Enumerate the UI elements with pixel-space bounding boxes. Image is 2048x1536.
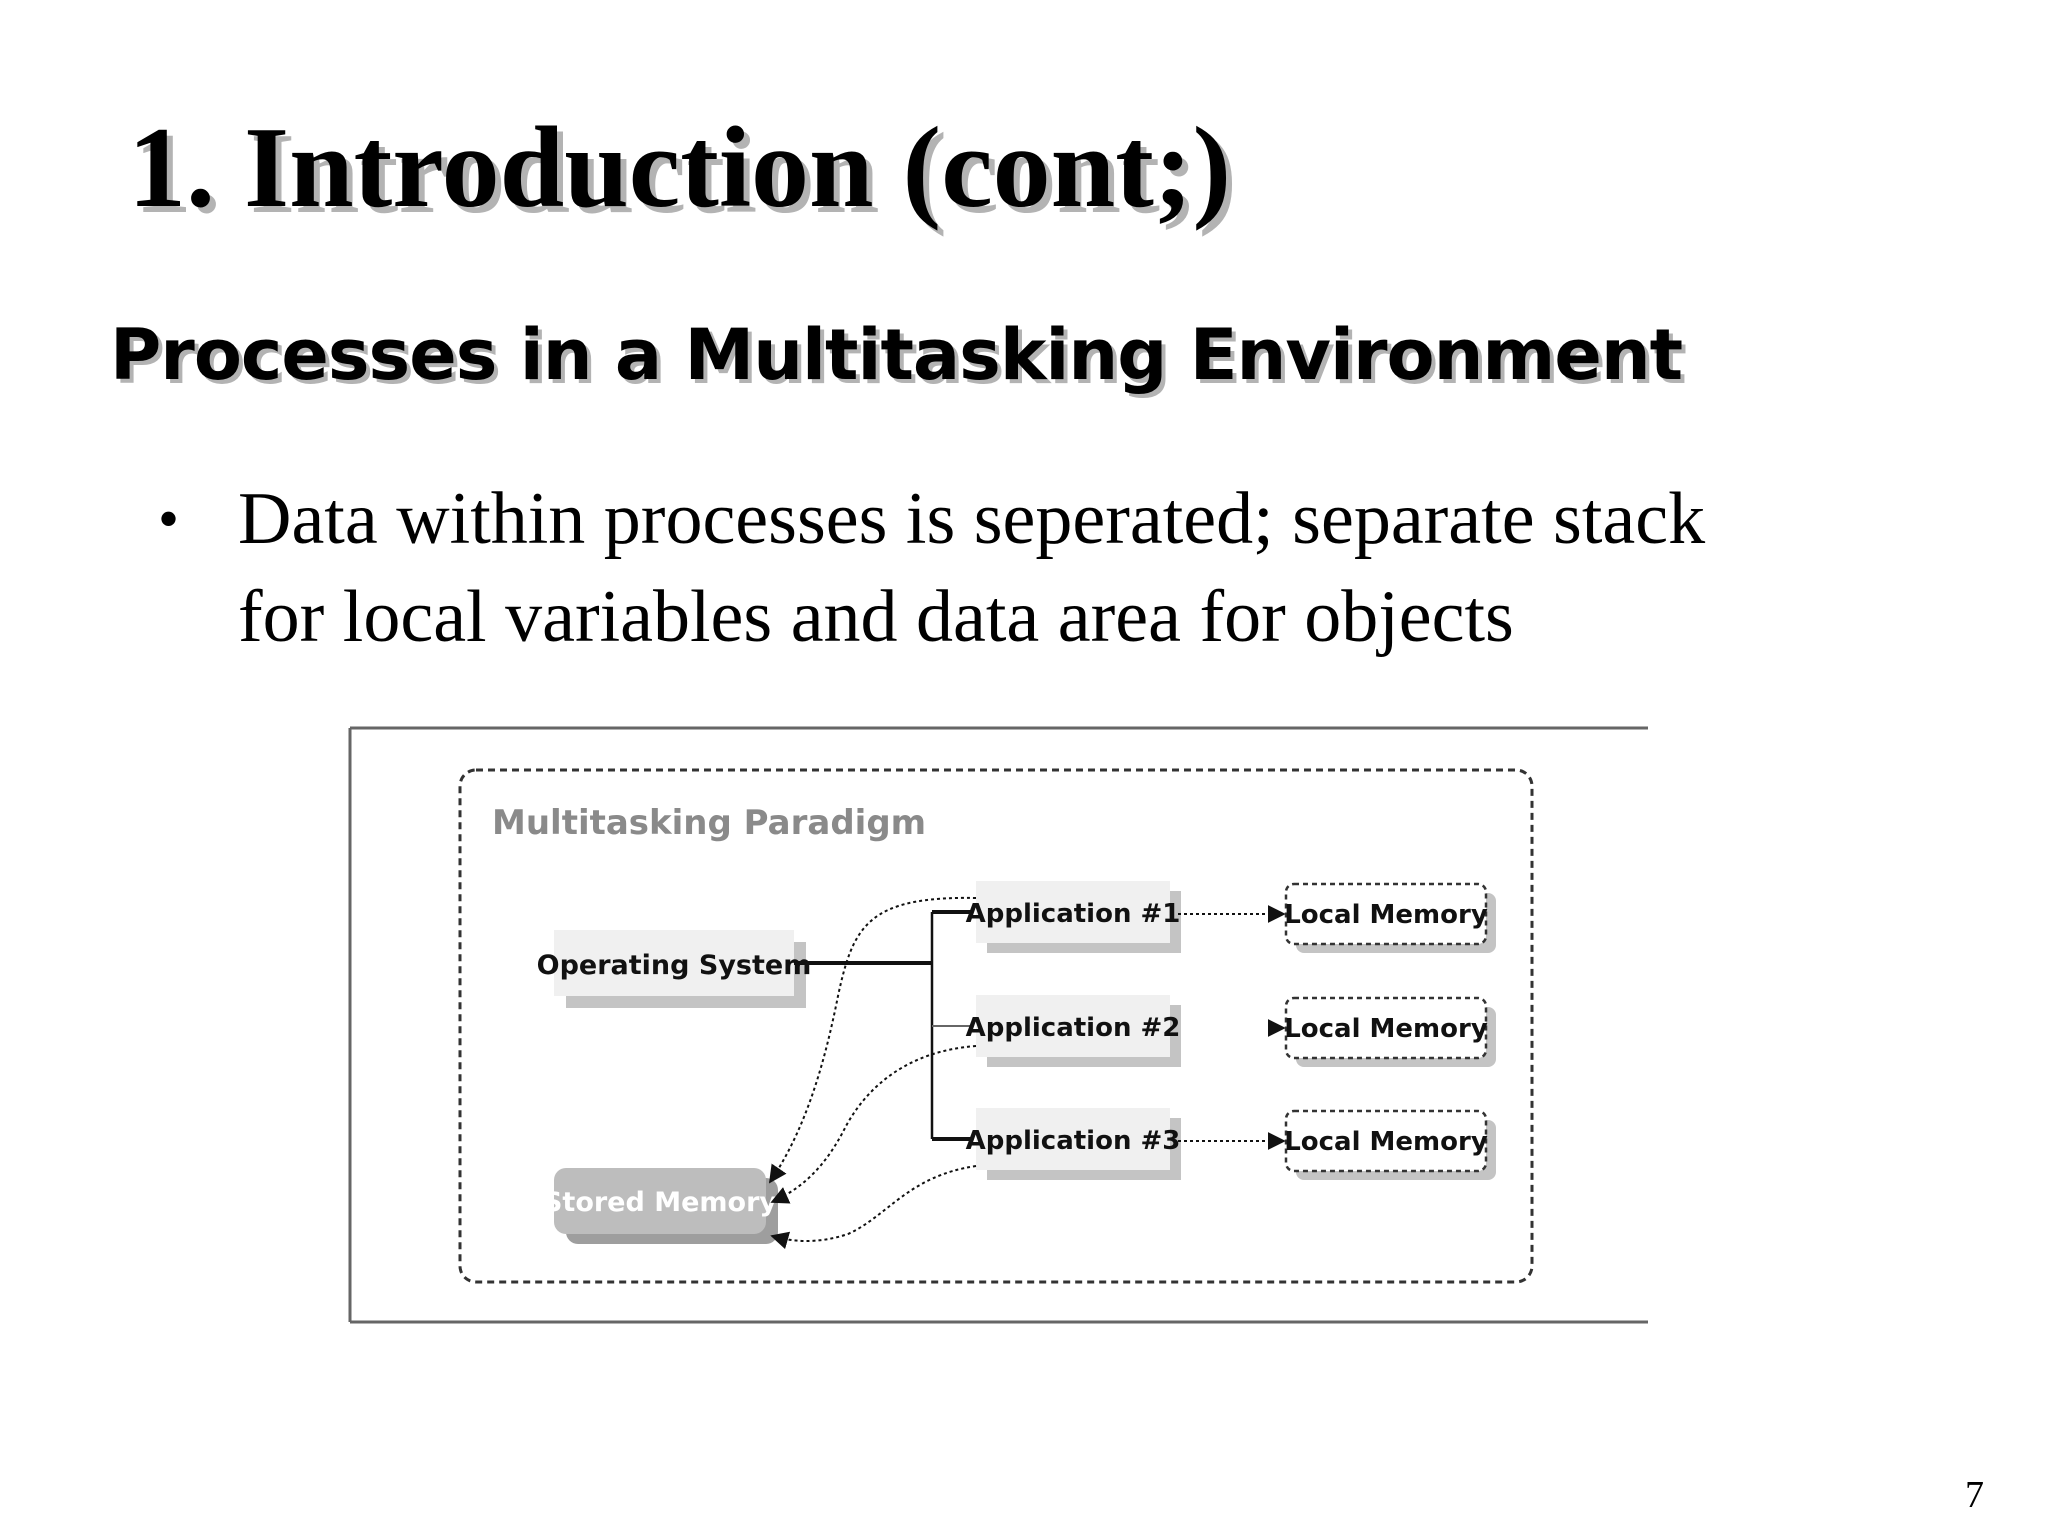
diagram-canvas: Multitasking Paradigm Operating System A…: [348, 726, 1648, 1324]
app2-label: Application #2: [966, 1013, 1181, 1043]
bullet-dot-icon: •: [158, 486, 180, 552]
paradigm-label: Multitasking Paradigm: [492, 803, 926, 843]
page-number: 7: [1965, 1474, 1984, 1516]
app2-box: [976, 995, 1170, 1057]
slide-subtitle: Processes in a Multitasking Environment: [110, 314, 1683, 396]
local-memory-2-box: [1284, 996, 1488, 1060]
local-memory-1-box: [1284, 882, 1488, 946]
bullet-line: for local variables and data area for ob…: [238, 576, 1514, 658]
paradigm-container: [458, 768, 1534, 1284]
app3-box: [976, 1108, 1170, 1170]
app1-label: Application #1: [966, 899, 1181, 929]
bullet-item: • Data within processes is seperated; se…: [150, 470, 1850, 666]
os-box: [554, 930, 794, 996]
app3-label: Application #3: [966, 1126, 1181, 1156]
app2-to-shared-memory-arrow: [770, 1045, 977, 1204]
bullet-line: Data within processes is seperated; sepa…: [238, 478, 1706, 560]
local-memory-3-label: Local Memory: [1284, 1127, 1488, 1157]
app1-to-shared-memory-arrow: [768, 896, 977, 1184]
os-label: Operating System: [537, 950, 812, 981]
shared-memory-label: Stored Memory: [543, 1187, 777, 1218]
slide-title: 1. Introduction (cont;): [128, 104, 1232, 232]
multitasking-diagram: Multitasking Paradigm Operating System A…: [348, 726, 1648, 1326]
app1-box: [976, 881, 1170, 943]
local-memory-3-box: [1284, 1109, 1488, 1173]
local-memory-2-label: Local Memory: [1284, 1014, 1488, 1044]
local-memory-1-label: Local Memory: [1284, 900, 1488, 930]
bullet-list: • Data within processes is seperated; se…: [150, 470, 1850, 666]
app3-to-shared-memory-arrow: [770, 1165, 977, 1250]
shared-memory-box: [554, 1168, 766, 1234]
